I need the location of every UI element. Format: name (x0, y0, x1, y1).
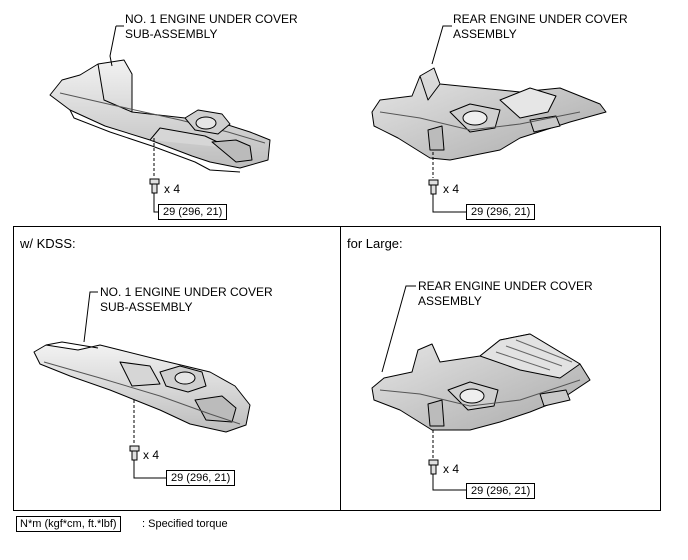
kdss-torque-leader (133, 460, 166, 479)
kdss-torque-box: 29 (296, 21) (166, 470, 236, 486)
large-part-label: REAR ENGINE UNDER COVER ASSEMBLY (418, 279, 593, 309)
kdss-part-label: NO. 1 ENGINE UNDER COVER SUB-ASSEMBLY (100, 285, 273, 315)
tl-part-label-line2: SUB-ASSEMBLY (125, 27, 218, 41)
tl-bolt (149, 178, 160, 194)
tr-bolt-qty: x 4 (443, 182, 460, 196)
tr-part-label-line2: ASSEMBLY (453, 27, 517, 41)
kdss-part-label-line1: NO. 1 ENGINE UNDER COVER (100, 285, 273, 299)
large-part-label-line1: REAR ENGINE UNDER COVER (418, 279, 593, 293)
large-leader (381, 285, 416, 373)
kdss-leader (83, 291, 98, 343)
tr-leader (431, 25, 452, 65)
panel-large-title: for Large: (347, 236, 403, 251)
engine-under-cover-illustration (49, 59, 271, 173)
tr-torque-leader (432, 194, 466, 213)
tl-part-label-line1: NO. 1 ENGINE UNDER COVER (125, 12, 298, 26)
kdss-bolt-qty: x 4 (143, 448, 160, 462)
kdss-engine-under-cover-illustration (33, 341, 251, 433)
tr-part-label: REAR ENGINE UNDER COVER ASSEMBLY (453, 12, 628, 42)
large-rear-under-cover-illustration (371, 333, 591, 431)
tl-bolt-qty: x 4 (164, 182, 181, 196)
large-bolt (428, 459, 439, 475)
rear-under-cover-illustration (371, 67, 607, 161)
legend-units-box: N*m (kgf*cm, ft.*lbf) (16, 516, 121, 532)
panel-large-frame (340, 226, 661, 511)
panel-kdss-title: w/ KDSS: (20, 236, 76, 251)
large-torque-leader (432, 474, 466, 491)
large-bolt-qty: x 4 (443, 462, 460, 476)
tl-torque-leader (153, 193, 158, 213)
large-part-label-line2: ASSEMBLY (418, 294, 482, 308)
large-torque-box: 29 (296, 21) (466, 483, 536, 499)
tl-part-label: NO. 1 ENGINE UNDER COVER SUB-ASSEMBLY (125, 12, 298, 42)
tr-bolt (428, 179, 439, 195)
tl-torque-box: 29 (296, 21) (158, 204, 228, 220)
tr-part-label-line1: REAR ENGINE UNDER COVER (453, 12, 628, 26)
tr-torque-box: 29 (296, 21) (466, 204, 536, 220)
kdss-bolt (129, 445, 140, 461)
legend-description: : Specified torque (142, 518, 228, 530)
kdss-part-label-line2: SUB-ASSEMBLY (100, 300, 193, 314)
